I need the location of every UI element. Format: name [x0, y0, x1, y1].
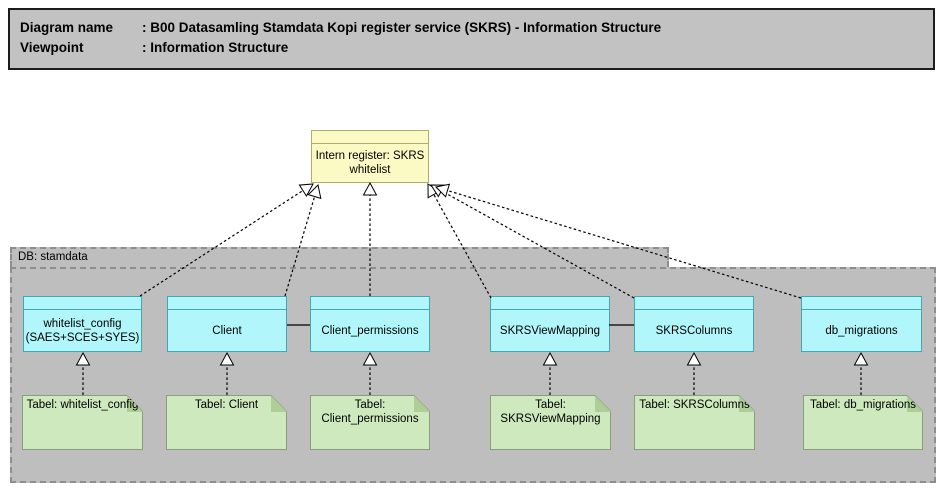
header-label: Viewpoint — [20, 40, 84, 55]
header-label: Diagram name — [20, 20, 114, 35]
group-body-db-stamdata[interactable] — [10, 267, 936, 483]
node-client-permissions[interactable]: Client_permissions — [310, 296, 430, 352]
node-label-line: db_migrations — [825, 324, 898, 337]
hollow-triangle-arrowhead — [434, 183, 451, 198]
note-label-line: SKRSViewMapping — [500, 413, 601, 425]
node-label-line: (SAES+SCES+SYES) — [25, 331, 140, 344]
note-label-line: Tabel: db_migrations — [809, 399, 917, 411]
note-tabel-client[interactable]: Tabel: Client — [166, 395, 287, 450]
note-paper — [311, 396, 429, 449]
node-db-migrations[interactable]: db_migrations — [801, 296, 922, 352]
hollow-triangle-arrowhead — [298, 183, 314, 197]
note-label: Tabel: db_migrations — [803, 398, 923, 412]
node-band — [635, 297, 753, 310]
diagram-title-box: Diagram name : B00 Datasamling Stamdata … — [8, 8, 935, 70]
note-label-line: Tabel: — [26, 399, 58, 411]
node-label: SKRSColumns — [635, 310, 753, 351]
node-skrsviewmapping[interactable]: SKRSViewMapping — [490, 296, 610, 352]
node-label: whitelist_config (SAES+SCES+SYES) — [24, 310, 141, 351]
node-label-line: whitelist — [349, 164, 391, 176]
note-label-line: whitelist_config — [60, 399, 139, 411]
node-label-line: SKRSViewMapping — [499, 324, 601, 337]
node-label-line: whitelist_config — [43, 317, 122, 330]
node-label: db_migrations — [802, 310, 921, 351]
header-row-diagram-name: Diagram name : B00 Datasamling Stamdata … — [20, 18, 933, 38]
hollow-triangle-arrowhead — [427, 183, 441, 199]
note-label-line: Tabel: — [535, 399, 566, 411]
node-label-line: Intern register: SKRS — [315, 150, 425, 162]
note-label: Tabel: whitelist_config — [22, 398, 143, 412]
note-paper — [491, 396, 610, 449]
note-tabel-skrsviewmapping[interactable]: Tabel: SKRSViewMapping — [490, 395, 611, 450]
note-tabel-whitelist-config[interactable]: Tabel: whitelist_config — [22, 395, 143, 450]
note-paper — [167, 396, 286, 449]
node-client[interactable]: Client — [167, 296, 287, 352]
node-band — [311, 297, 429, 310]
node-label: Client — [168, 310, 286, 351]
node-skrscolumns[interactable]: SKRSColumns — [634, 296, 754, 352]
note-label: Tabel: Client_permissions — [310, 398, 430, 426]
header-value: : B00 Datasamling Stamdata Kopi register… — [142, 20, 662, 35]
header-row-viewpoint: Viewpoint : Information Structure — [20, 38, 933, 58]
note-label: Tabel: SKRSColumns — [634, 398, 755, 412]
note-tabel-db-migrations[interactable]: Tabel: db_migrations — [803, 395, 923, 450]
note-label-line: Tabel: Client — [194, 399, 259, 411]
node-label-line: Client — [212, 324, 242, 337]
header-value: : Information Structure — [142, 40, 289, 55]
node-band — [491, 297, 609, 310]
note-label-line: Tabel: SKRSColumns — [639, 399, 750, 411]
note-tabel-client-permissions[interactable]: Tabel: Client_permissions — [310, 395, 430, 450]
note-label: Tabel: SKRSViewMapping — [490, 398, 611, 426]
node-band — [168, 297, 286, 310]
node-band — [24, 297, 141, 310]
node-label: Client_permissions — [311, 310, 429, 351]
node-band — [312, 131, 428, 144]
note-label: Tabel: Client — [166, 398, 287, 412]
note-paper — [23, 396, 142, 449]
node-intern-register-skrs-whitelist[interactable]: Intern register: SKRS whitelist — [311, 130, 429, 183]
hollow-triangle-arrowhead — [307, 183, 322, 200]
node-band — [802, 297, 921, 310]
node-label: Intern register: SKRS whitelist — [312, 144, 428, 182]
group-tab-db-stamdata[interactable]: DB: stamdata — [10, 247, 669, 267]
note-paper — [635, 396, 754, 449]
note-label-line: Tabel: — [354, 399, 386, 411]
note-paper — [804, 396, 922, 449]
node-label: SKRSViewMapping — [491, 310, 609, 351]
node-label-line: Client_permissions — [321, 324, 419, 337]
node-whitelist-config[interactable]: whitelist_config (SAES+SCES+SYES) — [23, 296, 142, 352]
note-tabel-skrscolumns[interactable]: Tabel: SKRSColumns — [634, 395, 755, 450]
note-label-line: Client_permissions — [321, 413, 419, 425]
group-label: DB: stamdata — [18, 251, 88, 263]
hollow-triangle-arrowhead — [430, 184, 446, 198]
node-label-line: SKRSColumns — [655, 324, 733, 337]
hollow-triangle-arrowhead — [362, 181, 378, 196]
